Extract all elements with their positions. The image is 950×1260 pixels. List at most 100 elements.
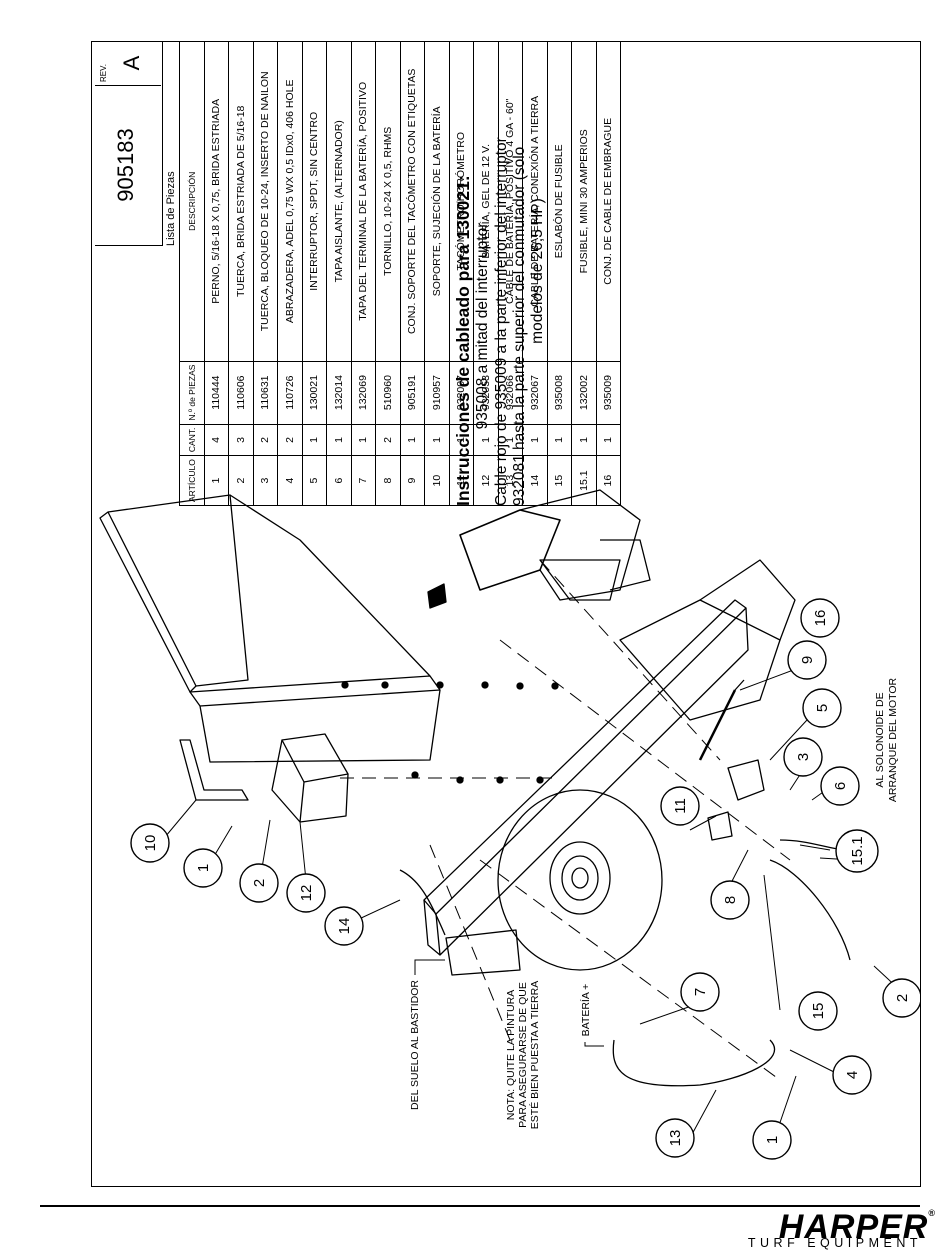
balloon-8 xyxy=(710,880,750,920)
balloon-10 xyxy=(130,823,170,863)
balloon-label-5: 5 xyxy=(814,704,831,712)
wiring-instructions-line1: 935008 a mitad del interruptor xyxy=(474,222,491,430)
item-cell: 5 xyxy=(302,455,327,506)
balloon-2-left xyxy=(239,863,279,903)
description-cell: PERNO, 5/16-18 X 0,75, BRIDA ESTRIADA xyxy=(204,41,229,362)
solenoid-callout-line2: ARRANQUE DEL MOTOR xyxy=(887,677,899,802)
part-number-cell: 110444 xyxy=(204,361,229,425)
item-cell: 6 xyxy=(326,455,351,506)
qty-cell: 1 xyxy=(302,424,327,456)
balloon-15 xyxy=(798,991,838,1031)
qty-cell: 3 xyxy=(228,424,253,456)
qty-cell: 1 xyxy=(547,424,572,456)
parts-list-title: Lista de Piezas xyxy=(165,171,177,246)
header-part-number: N.º de PIEZAS xyxy=(179,361,204,425)
description-cell: SOPORTE, SUJECIÓN DE LA BATERÍA xyxy=(424,41,449,362)
description-cell: CONJ. DE CABLE DE EMBRAGUE xyxy=(596,41,621,362)
item-cell: 1 xyxy=(204,455,229,506)
footer-rule xyxy=(40,1205,920,1207)
battery-positive-callout: BATERÍA + xyxy=(579,984,592,1037)
part-number-cell: 132002 xyxy=(571,361,596,425)
balloon-label-4: 4 xyxy=(844,1071,861,1079)
description-cell: TUERCA, BRIDA ESTRIADA DE 5/16-18 xyxy=(228,41,253,362)
header-description: DESCRIPCIÓN xyxy=(179,41,204,362)
item-cell: 7 xyxy=(351,455,376,506)
balloon-label-16: 16 xyxy=(812,610,829,627)
balloon-label-14: 14 xyxy=(336,918,353,935)
qty-cell: 2 xyxy=(277,424,302,456)
qty-cell: 2 xyxy=(375,424,400,456)
item-cell: 3 xyxy=(253,455,278,506)
part-number-cell: 110726 xyxy=(277,361,302,425)
balloon-13 xyxy=(655,1118,695,1158)
balloon-label-3: 3 xyxy=(795,753,812,761)
wiring-instructions-line3: 932081 hasta la parte superior del conmu… xyxy=(511,146,528,506)
balloon-14 xyxy=(324,906,364,946)
balloon-label-12: 12 xyxy=(298,885,315,902)
qty-cell: 1 xyxy=(326,424,351,456)
brand-logo: HARPER® xyxy=(779,1208,936,1247)
balloon-5 xyxy=(802,688,842,728)
revision-box: REV. A xyxy=(95,41,161,86)
balloon-label-6: 6 xyxy=(832,782,849,790)
title-block-rotated: 905183 REV. A Lista de Piezas ARTÍCULO C… xyxy=(95,41,621,1186)
wiring-instructions-title: Instrucciones de cableado para 130021: xyxy=(453,175,473,506)
balloon-15-1 xyxy=(835,829,879,873)
item-cell: 15.1 xyxy=(571,455,596,506)
description-cell: ESLABÓN DE FUSIBLE xyxy=(547,41,572,362)
part-number-cell: 132014 xyxy=(326,361,351,425)
wiring-instructions-line4: modelos de 26,5 HP) xyxy=(529,198,546,344)
balloon-label-2-left: 2 xyxy=(251,879,268,887)
description-cell: ABRAZADERA, ADEL 0,75 WX 0,5 IDx0, 406 H… xyxy=(277,41,302,362)
brand-registered-mark: ® xyxy=(928,1208,936,1218)
revision-value: A xyxy=(119,55,144,71)
balloon-11 xyxy=(660,786,700,826)
part-number-cell: 110606 xyxy=(228,361,253,425)
header-item: ARTÍCULO xyxy=(179,455,204,506)
revision-label: REV. xyxy=(99,64,108,82)
qty-cell: 2 xyxy=(253,424,278,456)
balloon-label-2-right: 2 xyxy=(894,994,911,1002)
part-number-cell: 935008 xyxy=(547,361,572,425)
brand-name: HARPER xyxy=(778,1208,929,1246)
part-number-cell: 110631 xyxy=(253,361,278,425)
qty-cell: 1 xyxy=(571,424,596,456)
item-cell: 2 xyxy=(228,455,253,506)
brand-tagline: TURF EQUIPMENT xyxy=(747,1236,922,1250)
frame-ground-callout: DEL SUELO AL BASTIDOR xyxy=(409,980,421,1110)
item-cell: 9 xyxy=(400,455,425,506)
exploded-parts-drawing: 16 9 5 3 6 15.1 11 8 15 2 10 1 2 12 14 7… xyxy=(99,489,920,1160)
balloon-label-11: 11 xyxy=(672,798,689,814)
item-cell: 10 xyxy=(424,455,449,506)
part-number-cell: 910957 xyxy=(424,361,449,425)
balloon-2-right xyxy=(882,978,920,1018)
note-line3: ESTÉ BIEN PUESTA A TIERRA xyxy=(528,981,541,1129)
item-cell: 16 xyxy=(596,455,621,506)
part-number-cell: 130021 xyxy=(302,361,327,425)
part-number-cell: 510960 xyxy=(375,361,400,425)
description-cell: TAPA AISLANTE, (ALTERNADOR) xyxy=(326,41,351,362)
description-cell: CONJ. SOPORTE DEL TACÓMETRO CON ETIQUETA… xyxy=(400,41,425,362)
balloon-label-8: 8 xyxy=(722,896,739,904)
balloon-label-1-left: 1 xyxy=(195,864,212,872)
header-qty: CANT. xyxy=(179,424,204,456)
note-line1: NOTA: QUITE LA PINTURA xyxy=(505,990,517,1121)
balloon-6 xyxy=(820,766,860,806)
document-number: 905183 xyxy=(113,128,138,202)
balloon-label-15: 15 xyxy=(810,1003,827,1020)
qty-cell: 1 xyxy=(424,424,449,456)
balloon-7 xyxy=(680,972,720,1012)
balloon-label-13: 13 xyxy=(667,1130,684,1147)
balloon-label-15-1: 15.1 xyxy=(849,836,866,865)
description-cell: FUSIBLE, MINI 30 AMPERIOS xyxy=(571,41,596,362)
